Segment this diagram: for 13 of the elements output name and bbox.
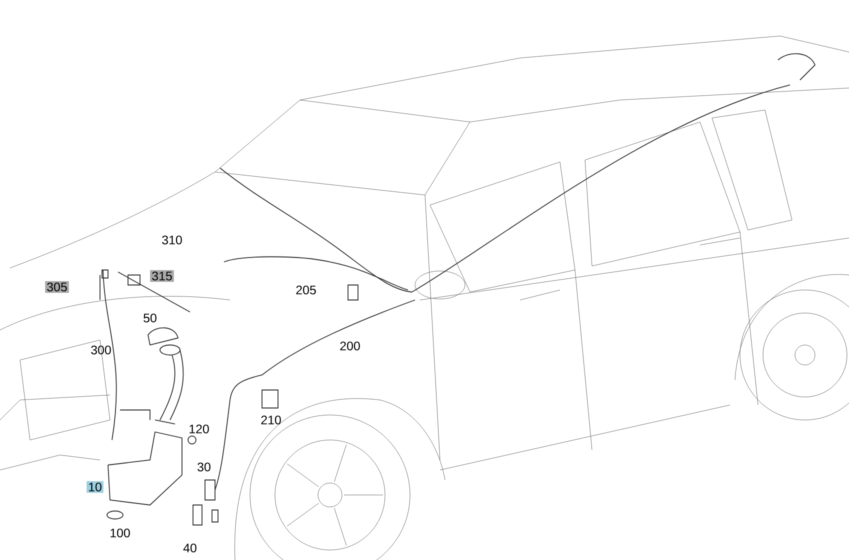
callout-number: 205: [296, 286, 316, 294]
callout-number: 315: [150, 270, 174, 282]
callout-number: 305: [45, 281, 69, 293]
callout-number: 50: [144, 314, 156, 322]
callout-number: 300: [91, 346, 111, 354]
callout-number: 10: [86, 481, 104, 493]
callout-number: 120: [190, 424, 209, 434]
callout-number: 200: [340, 342, 360, 350]
callout-number: 310: [162, 236, 182, 244]
callout-number: 210: [261, 416, 281, 424]
callout-number: 30: [198, 462, 210, 472]
callout-number: 40: [183, 544, 196, 552]
callout-number: 100: [110, 528, 130, 538]
